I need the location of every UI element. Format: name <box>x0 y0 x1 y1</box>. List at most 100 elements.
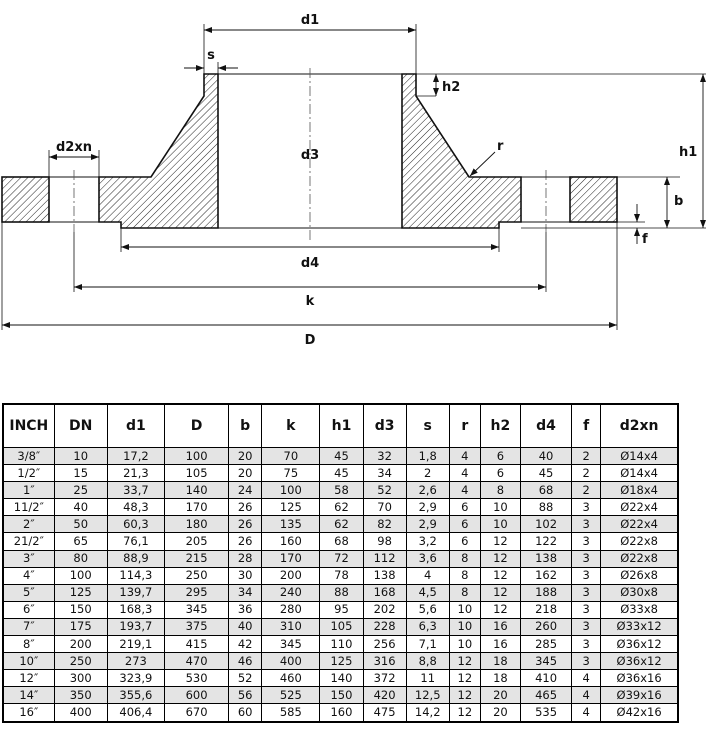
table-cell: 8 <box>448 583 481 602</box>
table-cell: 295 <box>163 583 230 602</box>
column-header: d4 <box>519 403 573 448</box>
label-D: D <box>305 333 316 348</box>
table-cell: 17,2 <box>106 446 165 466</box>
table-cell: 88 <box>319 583 364 602</box>
table-cell: 11 <box>405 669 450 688</box>
table-cell: 34 <box>228 583 263 602</box>
table-cell: Ø42x16 <box>600 703 679 722</box>
table-cell: 100 <box>53 566 108 585</box>
table-cell: 6 <box>448 532 481 551</box>
table-cell: 168,3 <box>106 600 165 619</box>
table-cell: 8,8 <box>405 652 450 671</box>
column-header: r <box>448 403 481 448</box>
table-cell: 12 <box>479 532 521 551</box>
table-cell: 4 <box>448 446 481 466</box>
table-cell: 345 <box>261 635 321 654</box>
column-header: d3 <box>362 403 407 448</box>
table-cell: 21,3 <box>106 464 165 483</box>
table-cell: 345 <box>519 652 573 671</box>
table-cell: 6 <box>479 464 521 483</box>
table-cell: 535 <box>519 703 573 722</box>
table-cell: 36 <box>228 600 263 619</box>
table-cell: 316 <box>362 652 407 671</box>
table-cell: 10 <box>448 600 481 619</box>
table-cell: 6″ <box>2 600 55 619</box>
table-cell: 76,1 <box>106 532 165 551</box>
table-cell: 4 <box>571 669 602 688</box>
table-cell: 3 <box>571 549 602 568</box>
label-d4: d4 <box>301 256 319 271</box>
table-cell: 162 <box>519 566 573 585</box>
table-cell: 56 <box>228 686 263 705</box>
table-cell: 6 <box>448 515 481 534</box>
column-header: h2 <box>479 403 521 448</box>
table-cell: Ø36x12 <box>600 635 679 654</box>
table-cell: 4 <box>571 703 602 722</box>
table-cell: 100 <box>261 481 321 500</box>
table-cell: 228 <box>362 617 407 637</box>
table-cell: 215 <box>163 549 230 568</box>
column-header: D <box>163 403 230 448</box>
table-cell: 40 <box>53 498 108 517</box>
table-cell: 170 <box>261 549 321 568</box>
table-cell: 88,9 <box>106 549 165 568</box>
label-k: k <box>306 294 315 309</box>
table-cell: 260 <box>519 617 573 637</box>
table-cell: 180 <box>163 515 230 534</box>
table-cell: 72 <box>319 549 364 568</box>
table-cell: 135 <box>261 515 321 534</box>
table-cell: 460 <box>261 669 321 688</box>
table-cell: 80 <box>53 549 108 568</box>
table-cell: 140 <box>319 669 364 688</box>
column-header: INCH <box>2 403 55 448</box>
table-cell: 280 <box>261 600 321 619</box>
table-cell: 12 <box>479 549 521 568</box>
table-cell: 18 <box>479 669 521 688</box>
table-cell: 3 <box>571 600 602 619</box>
table-cell: 8″ <box>2 635 55 654</box>
table-cell: 285 <box>519 635 573 654</box>
table-cell: 4 <box>571 686 602 705</box>
table-cell: 68 <box>319 532 364 551</box>
table-cell: 1″ <box>2 481 55 500</box>
table-cell: 3,6 <box>405 549 450 568</box>
table-cell: 82 <box>362 515 407 534</box>
table-cell: 273 <box>106 652 165 671</box>
table-cell: 7,1 <box>405 635 450 654</box>
table-cell: 60,3 <box>106 515 165 534</box>
table-cell: 21/2″ <box>2 532 55 551</box>
table-cell: 20 <box>228 464 263 483</box>
table-cell: 12 <box>448 703 481 722</box>
table-cell: 138 <box>519 549 573 568</box>
table-cell: 52 <box>228 669 263 688</box>
table-cell: 415 <box>163 635 230 654</box>
table-cell: 670 <box>163 703 230 722</box>
table-cell: 150 <box>319 686 364 705</box>
table-cell: Ø22x8 <box>600 532 679 551</box>
table-cell: 4″ <box>2 566 55 585</box>
table-cell: Ø36x16 <box>600 669 679 688</box>
table-cell: 125 <box>261 498 321 517</box>
label-f: f <box>642 232 648 247</box>
table-cell: 110 <box>319 635 364 654</box>
table-cell: 28 <box>228 549 263 568</box>
table-cell: 7″ <box>2 617 55 637</box>
table-cell: 400 <box>53 703 108 722</box>
table-cell: 26 <box>228 515 263 534</box>
table-cell: 11/2″ <box>2 498 55 517</box>
table-cell: 406,4 <box>106 703 165 722</box>
table-cell: Ø30x8 <box>600 583 679 602</box>
table-cell: 4 <box>405 566 450 585</box>
column-header: k <box>261 403 321 448</box>
table-cell: 12 <box>479 566 521 585</box>
outer-rim-left <box>1 176 50 223</box>
table-cell: Ø22x4 <box>600 498 679 517</box>
table-cell: 2,9 <box>405 515 450 534</box>
table-cell: 160 <box>319 703 364 722</box>
